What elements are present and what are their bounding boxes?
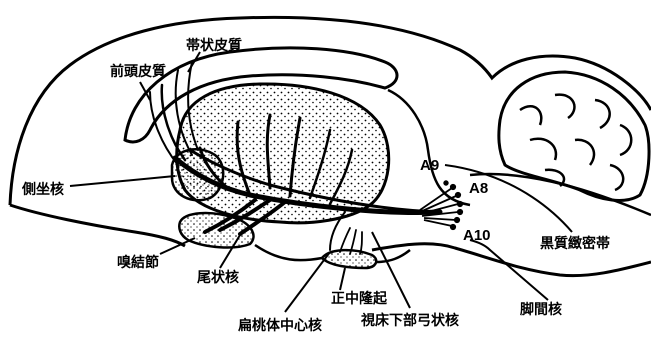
label-arcuate-nucleus: 視床下部弓状核 xyxy=(361,313,459,329)
label-cingulate-cortex: 帯状皮質 xyxy=(186,38,242,54)
leader-olfactory-tubercle xyxy=(160,238,195,254)
brain-ventral-outline xyxy=(10,205,185,246)
leader-nucleus-accumbens xyxy=(70,176,175,186)
label-a10: A10 xyxy=(463,228,491,244)
leader-median-eminence xyxy=(340,268,345,290)
label-a8: A8 xyxy=(469,181,488,197)
label-substantia-nigra-compacta: 黒質緻密帯 xyxy=(540,236,610,252)
thalamus-outline xyxy=(388,90,470,205)
label-median-eminence: 正中隆起 xyxy=(331,291,387,307)
label-nucleus-accumbens: 側坐核 xyxy=(22,182,64,198)
label-prefrontal-cortex: 前頭皮質 xyxy=(110,64,166,80)
label-caudate-nucleus: 尾状核 xyxy=(197,270,239,286)
label-central-amygdala: 扁桃体中心核 xyxy=(238,318,322,334)
label-interpeduncular-nucleus: 脚間核 xyxy=(520,302,562,318)
label-a9: A9 xyxy=(420,158,439,174)
cerebellum xyxy=(499,72,649,200)
label-olfactory-tubercle: 嗅結節 xyxy=(117,255,159,271)
